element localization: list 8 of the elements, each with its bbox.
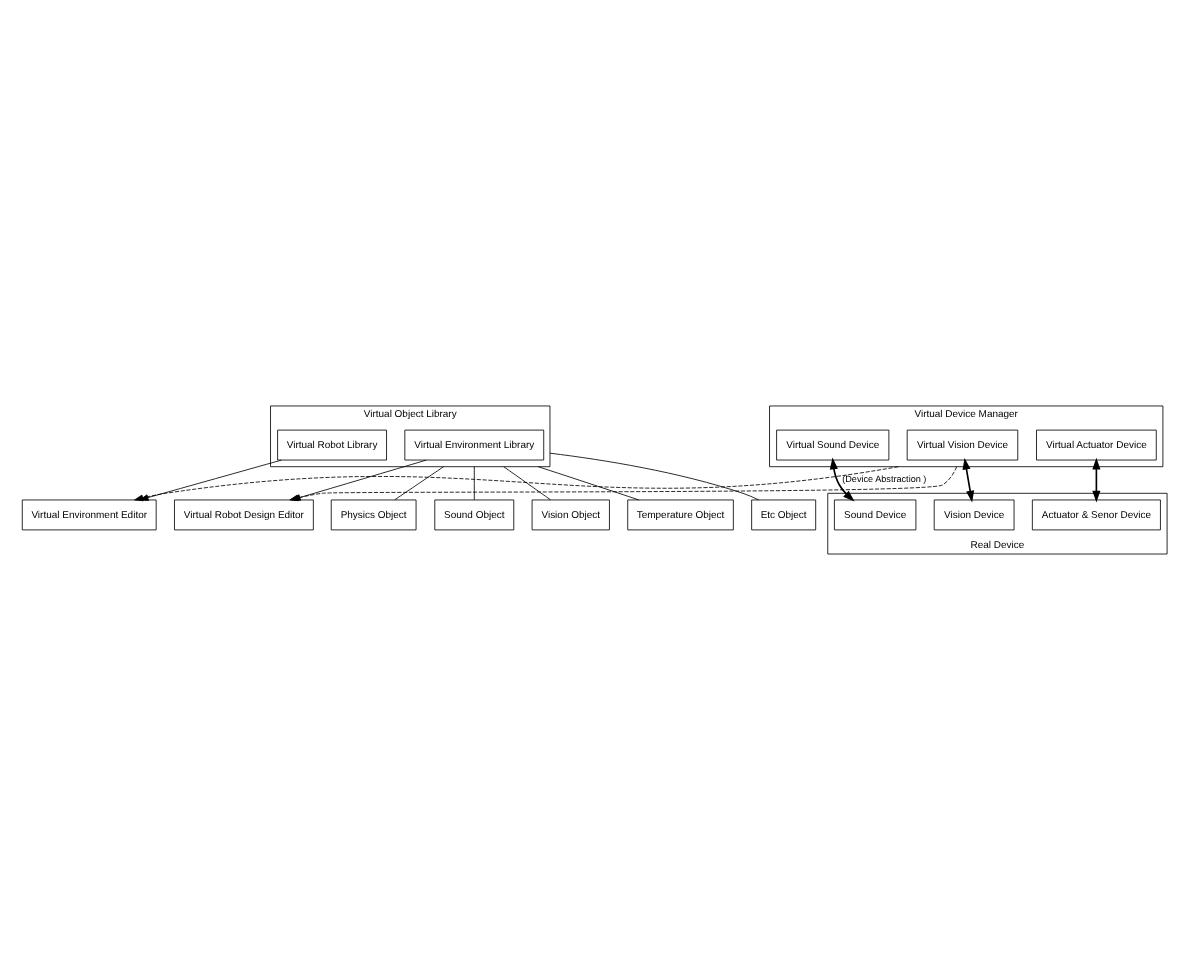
connector	[537, 465, 640, 500]
arrow	[962, 456, 975, 502]
arrow	[829, 456, 855, 501]
arrow	[1092, 456, 1101, 502]
connector	[473, 465, 475, 500]
connector	[394, 465, 445, 500]
connector	[549, 451, 760, 500]
connector	[503, 465, 551, 500]
